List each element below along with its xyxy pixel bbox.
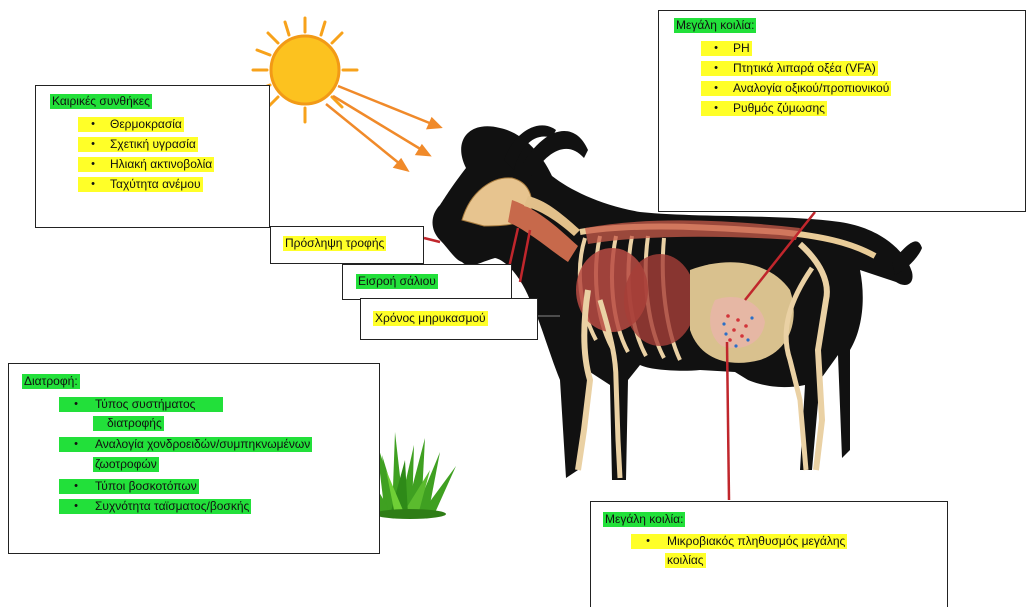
feed-intake-label-box: Πρόσληψη τροφής [270,226,424,264]
list-item: • Θερμοκρασία [78,117,268,137]
feed-intake-label: Πρόσληψη τροφής [283,236,386,251]
saliva-label-box: Εισροή σάλιου [342,264,512,300]
bullet: • [59,499,93,514]
weather-list: • Θερμοκρασία • Σχετική υγρασία • Ηλιακή… [78,117,268,197]
list-item: • Μικροβιακός πληθυσμός μεγάλης κοιλίας [631,534,941,574]
nutrition-title: Διατροφή: [22,374,80,389]
rumen-bottom-title: Μεγάλη κοιλία: [603,512,685,527]
list-item: • Σχετική υγρασία [78,137,268,157]
list-item: • Αναλογία χονδροειδών/συμπηκνωμένων ζωο… [59,437,379,479]
rumen-top-item-text: PH [731,41,752,56]
nutrition-item-text: Συχνότητα ταϊσματος/βοσκής [93,499,251,514]
bullet: • [78,157,108,172]
weather-item-text: Ταχύτητα ανέμου [108,177,203,192]
rumen-bottom-item-text: Μικροβιακός πληθυσμός μεγάλης [665,534,847,549]
nutrition-item-text-cont: διατροφής [93,416,164,431]
rumen-top-title: Μεγάλη κοιλία: [674,18,756,33]
list-item: • Πτητικά λιπαρά οξέα (VFA) [701,61,1021,81]
list-item: • Ρυθμός ζύμωσης [701,101,1021,121]
rumen-top-list: • PH • Πτητικά λιπαρά οξέα (VFA) • Αναλο… [701,41,1021,121]
list-item: • Συχνότητα ταϊσματος/βοσκής [59,499,379,519]
nutrition-item-text: Αναλογία χονδροειδών/συμπηκνωμένων [93,437,312,452]
sun-icon [253,18,440,170]
bullet: • [59,437,93,452]
bullet: • [701,41,731,56]
bullet: • [78,137,108,152]
list-item: • Τύποι βοσκοτόπων [59,479,379,499]
rumen-bottom-item-text-cont: κοιλίας [665,553,706,568]
bullet: • [701,81,731,96]
rumen-top-item-text: Ρυθμός ζύμωσης [731,101,827,116]
nutrition-item-text-cont: ζωοτροφών [93,457,159,472]
nutrition-item-text: Τύποι βοσκοτόπων [93,479,199,494]
rumination-label: Χρόνος μηρυκασμού [373,311,488,326]
bullet: • [59,479,93,494]
bullet: • [631,534,665,549]
bullet: • [78,177,108,192]
weather-title: Καιρικές συνθήκες [50,94,152,109]
rumination-label-box: Χρόνος μηρυκασμού [360,298,538,340]
weather-item-text: Σχετική υγρασία [108,137,198,152]
saliva-label: Εισροή σάλιου [356,274,438,289]
rumen-top-item-text: Πτητικά λιπαρά οξέα (VFA) [731,61,878,76]
list-item: • Ταχύτητα ανέμου [78,177,268,197]
bullet: • [701,61,731,76]
list-item: • Τύπος συστήματος διατροφής [59,397,379,437]
weather-conditions-box: Καιρικές συνθήκες • Θερμοκρασία • Σχετικ… [35,85,270,228]
bullet: • [701,101,731,116]
list-item: • PH [701,41,1021,61]
nutrition-box: Διατροφή: • Τύπος συστήματος διατροφής •… [8,363,380,554]
bullet: • [78,117,108,132]
list-item: • Αναλογία οξικού/προπιονικού [701,81,1021,101]
list-item: • Ηλιακή ακτινοβολία [78,157,268,177]
rumen-parameters-box: Μεγάλη κοιλία: • PH • Πτητικά λιπαρά οξέ… [658,10,1026,212]
weather-item-text: Θερμοκρασία [108,117,184,132]
nutrition-item-text: Τύπος συστήματος [93,397,223,412]
rumen-microbes-box: Μεγάλη κοιλία: • Μικροβιακός πληθυσμός μ… [590,501,948,607]
weather-item-text: Ηλιακή ακτινοβολία [108,157,214,172]
bullet: • [59,397,93,412]
nutrition-list: • Τύπος συστήματος διατροφής • Αναλογία … [59,397,379,519]
rumen-top-item-text: Αναλογία οξικού/προπιονικού [731,81,891,96]
